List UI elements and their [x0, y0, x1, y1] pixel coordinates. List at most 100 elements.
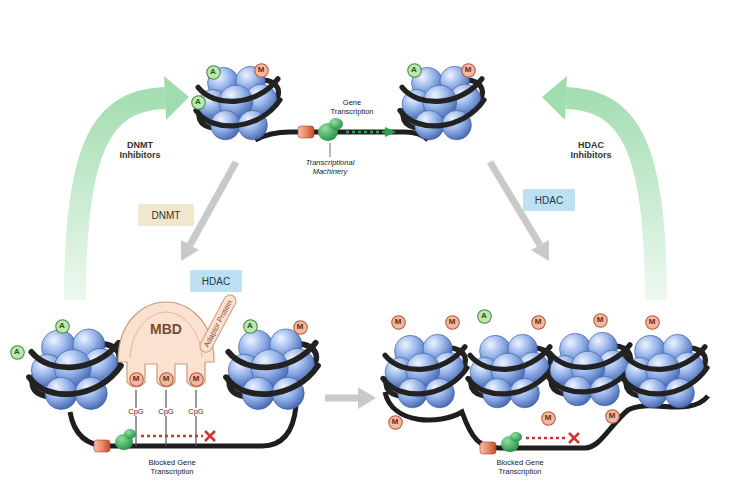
blocked-transcription	[526, 437, 566, 440]
node-text: M	[163, 375, 170, 384]
blocked-transcription	[205, 431, 215, 441]
node-text: M	[392, 418, 399, 427]
node-text: A	[14, 348, 20, 357]
mark-circle	[293, 320, 307, 334]
mark-circle	[129, 372, 143, 386]
methyl-mark: M	[605, 409, 620, 424]
inhibitor-arrow	[75, 98, 165, 300]
node-text: A	[247, 322, 253, 331]
acetyl-mark: A	[191, 95, 206, 110]
transcriptional-machinery	[318, 118, 343, 141]
nucleosome	[619, 334, 712, 408]
mark-circle	[388, 415, 402, 429]
inhibitor-label: DNMT Inhibitors	[116, 140, 164, 161]
mark-circle	[593, 313, 607, 327]
node-text: A	[411, 66, 417, 75]
site-label: CpG	[127, 408, 144, 417]
mark-circle	[206, 65, 220, 79]
blocked-transcription	[526, 433, 579, 443]
process-arrow	[181, 240, 199, 261]
promoter	[94, 440, 110, 452]
node-text: M	[193, 375, 200, 384]
mark-circle	[531, 315, 545, 329]
enzyme-box: HDAC	[190, 270, 242, 292]
nucleosome	[396, 66, 489, 140]
node-text: M	[465, 66, 472, 75]
inhibitor-arrow	[566, 98, 656, 300]
mark-circle	[191, 95, 205, 109]
blocked-transcription	[141, 435, 203, 438]
node-text: MBD	[150, 322, 182, 337]
acetyl-mark: A	[55, 319, 70, 334]
node-text: M	[395, 318, 402, 327]
part-label: Transcriptional Machinery	[297, 159, 363, 176]
cpg-stem	[136, 390, 196, 446]
mark-circle	[391, 315, 405, 329]
methyl-mark: M	[293, 320, 308, 335]
node-text: M	[649, 318, 656, 327]
mark-circle	[445, 315, 459, 329]
inhibitor-arrow	[164, 76, 189, 120]
inhibitor-label: HDAC Inhibitors	[567, 140, 615, 161]
process-arrow	[358, 387, 376, 409]
node-text: M	[258, 66, 265, 75]
site-label: CpG	[187, 408, 204, 417]
promoter	[298, 126, 314, 138]
node-text: A	[210, 68, 216, 77]
process-label: Gene Transcription	[324, 99, 380, 116]
blocked-transcription	[569, 433, 579, 443]
leader-line	[330, 143, 331, 157]
mark-circle	[55, 319, 69, 333]
node-text: M	[133, 375, 140, 384]
node-text: M	[545, 414, 552, 423]
mark-circle	[10, 345, 24, 359]
mbd-shape	[118, 302, 214, 387]
transcription-arrow	[385, 127, 396, 137]
methyl-mark: M	[388, 415, 403, 430]
inhibitor-arrow	[542, 76, 656, 300]
node-text: HDAC	[202, 276, 230, 287]
node-text: M	[609, 412, 616, 421]
transcriptional-machinery	[124, 429, 136, 439]
process-arrow	[490, 162, 549, 261]
transcriptional-machinery	[510, 432, 522, 442]
mbd-shape	[130, 312, 202, 358]
nucleosome	[464, 334, 557, 408]
enzyme-box: HDAC	[523, 189, 575, 211]
methyl-mark: M	[461, 63, 476, 78]
methyl-mark: M	[445, 315, 460, 330]
node-text: M	[597, 316, 604, 325]
transcription-arrow	[346, 131, 385, 134]
site-label: CpG	[157, 408, 174, 417]
dna-strand	[255, 132, 428, 140]
mark-circle	[254, 63, 268, 77]
promoter	[298, 126, 314, 138]
process-arrow	[531, 240, 549, 261]
nucleosome	[192, 66, 285, 140]
cpg-stem	[135, 390, 136, 446]
node-text: M	[297, 323, 304, 332]
acetyl-mark: A	[477, 309, 492, 324]
blocked-transcription	[141, 431, 215, 441]
process-label: Blocked Gene Transcription	[489, 459, 551, 476]
methyl-mark: M	[254, 63, 269, 78]
methyl-mark: M	[541, 411, 556, 426]
process-arrow	[325, 395, 358, 402]
mark-circle	[159, 372, 173, 386]
process-label: Blocked Gene Transcription	[141, 459, 203, 476]
mark-circle	[645, 315, 659, 329]
process-arrow	[325, 387, 376, 409]
promoter	[94, 440, 110, 452]
blocked-transcription	[569, 433, 579, 443]
node-text: Adaptor Protein	[202, 299, 234, 349]
transcription-arrow	[346, 127, 396, 137]
methyl-mark: M	[645, 315, 660, 330]
node-text: A	[481, 312, 487, 321]
mark-circle	[407, 63, 421, 77]
methyl-mark: M	[159, 372, 174, 387]
transcriptional-machinery	[501, 432, 522, 452]
mark-circle	[477, 309, 491, 323]
